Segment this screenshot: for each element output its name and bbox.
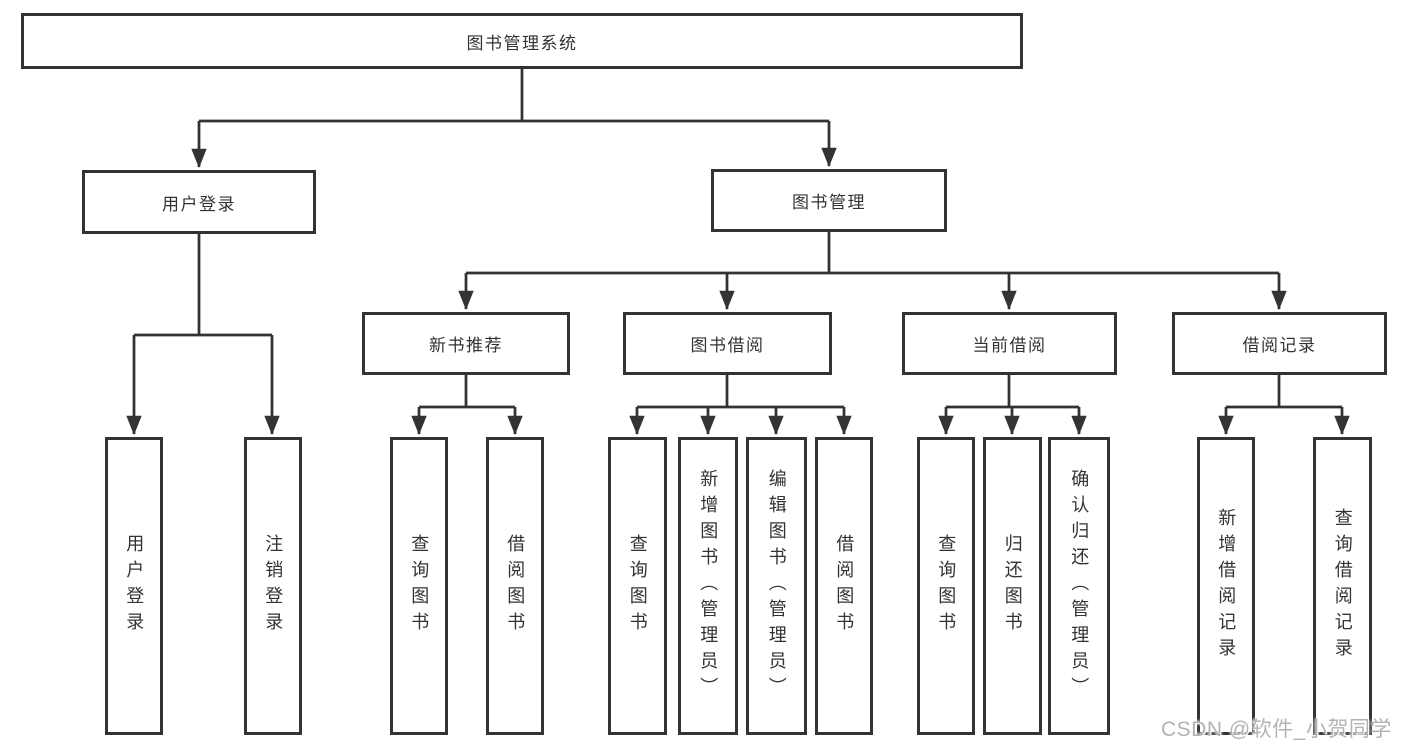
node-library-management-system: 图书管理系统 bbox=[21, 13, 1023, 69]
leaf-return-books: 归还图书 bbox=[983, 437, 1042, 735]
leaf-label: 借阅图书 bbox=[505, 534, 526, 638]
leaf-label: 确认归还（管理员） bbox=[1069, 469, 1090, 703]
node-label: 图书借阅 bbox=[690, 336, 765, 355]
node-label: 借阅记录 bbox=[1242, 336, 1317, 355]
node-label: 用户登录 bbox=[162, 194, 236, 214]
leaf-label: 查询图书 bbox=[409, 534, 430, 638]
node-book-borrowing: 图书借阅 bbox=[623, 312, 832, 375]
leaf-user-login: 用户登录 bbox=[105, 437, 163, 735]
leaf-label: 用户登录 bbox=[124, 534, 145, 638]
leaf-label: 查询图书 bbox=[936, 534, 957, 638]
leaf-query-borrow-record: 查询借阅记录 bbox=[1313, 437, 1372, 735]
leaf-label: 新增图书（管理员） bbox=[698, 469, 719, 703]
leaf-confirm-return-admin: 确认归还（管理员） bbox=[1048, 437, 1110, 735]
leaf-label: 查询图书 bbox=[627, 534, 648, 638]
leaf-edit-books-admin: 编辑图书（管理员） bbox=[746, 437, 807, 735]
node-user-login: 用户登录 bbox=[82, 170, 316, 234]
node-label: 图书管理 bbox=[792, 193, 866, 212]
leaf-add-books-admin: 新增图书（管理员） bbox=[678, 437, 738, 735]
leaf-query-books-current: 查询图书 bbox=[917, 437, 975, 735]
node-borrowing-records: 借阅记录 bbox=[1172, 312, 1387, 375]
leaf-borrow-books-newbook: 借阅图书 bbox=[486, 437, 544, 735]
leaf-label: 新增借阅记录 bbox=[1216, 508, 1237, 664]
node-new-book-recommendation: 新书推荐 bbox=[362, 312, 570, 375]
leaf-borrow-books: 借阅图书 bbox=[815, 437, 873, 735]
leaf-logout: 注销登录 bbox=[244, 437, 302, 735]
leaf-label: 归还图书 bbox=[1002, 534, 1023, 638]
leaf-query-books-borrow: 查询图书 bbox=[608, 437, 667, 735]
leaf-label: 查询借阅记录 bbox=[1332, 508, 1353, 664]
leaf-label: 注销登录 bbox=[263, 534, 284, 638]
leaf-label: 借阅图书 bbox=[834, 534, 855, 638]
csdn-watermark: CSDN @软件_小贺同学 bbox=[1161, 718, 1392, 741]
node-label: 新书推荐 bbox=[429, 336, 503, 355]
node-label: 当前借阅 bbox=[972, 336, 1047, 355]
leaf-query-books-newbook: 查询图书 bbox=[390, 437, 448, 735]
node-current-borrowing: 当前借阅 bbox=[902, 312, 1117, 375]
leaf-add-borrow-record: 新增借阅记录 bbox=[1197, 437, 1255, 735]
node-label: 图书管理系统 bbox=[466, 33, 578, 53]
leaf-label: 编辑图书（管理员） bbox=[766, 469, 787, 703]
node-book-management: 图书管理 bbox=[711, 169, 947, 232]
